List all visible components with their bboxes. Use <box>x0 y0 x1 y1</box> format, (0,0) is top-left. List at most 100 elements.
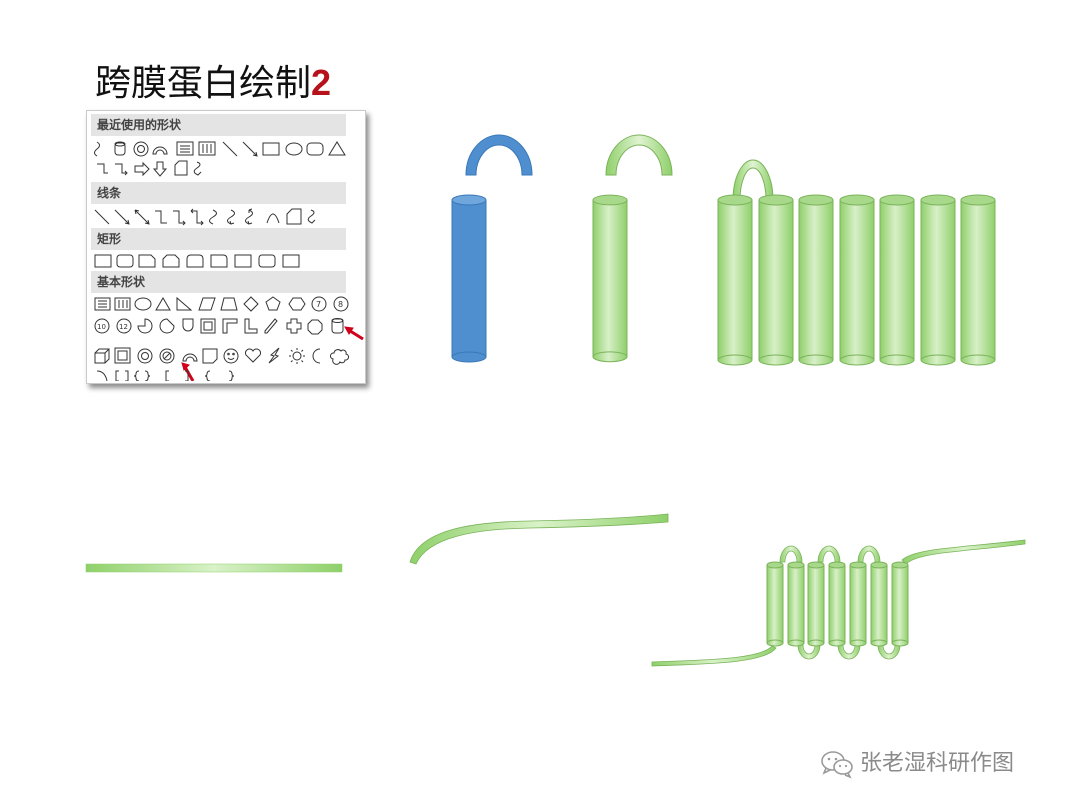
heart-shape-icon[interactable] <box>245 348 261 363</box>
octagon-shape-icon[interactable]: 8 <box>333 296 349 312</box>
left-bracket-shape-icon[interactable] <box>165 370 169 381</box>
moon-shape-icon[interactable] <box>312 348 321 364</box>
arrow-line-shape-icon[interactable] <box>242 141 258 157</box>
svg-text:7: 7 <box>316 300 321 309</box>
elbow-connector-shape-icon[interactable] <box>155 210 167 224</box>
helix-3 <box>798 194 834 366</box>
snip-diagonal-shape-icon[interactable] <box>282 254 300 268</box>
scribble-shape-icon[interactable] <box>193 161 202 176</box>
round-same-side-shape-icon[interactable] <box>186 254 204 268</box>
double-arrow-line-shape-icon[interactable] <box>134 209 150 225</box>
bottom-loop-2 <box>837 644 861 660</box>
diamond-shape-icon[interactable] <box>243 296 259 312</box>
c-terminal-tail <box>901 539 1026 565</box>
vertical-textbox-shape-icon[interactable] <box>198 141 216 156</box>
trapezoid-shape-icon[interactable] <box>220 297 238 311</box>
parallelogram-shape-icon[interactable] <box>198 297 216 311</box>
sun-shape-icon[interactable] <box>289 348 305 364</box>
arc-block-shape-icon[interactable] <box>182 353 198 362</box>
double-brace-shape-icon[interactable] <box>133 370 151 381</box>
curve-shape-icon[interactable] <box>94 141 100 157</box>
right-arrow-shape-icon[interactable] <box>134 161 150 177</box>
smiley-face-shape-icon[interactable] <box>223 348 239 364</box>
curved-arrow-connector-shape-icon[interactable] <box>227 209 235 225</box>
folded-corner-shape-icon[interactable] <box>202 348 218 364</box>
elbow-arrow-connector-shape-icon[interactable] <box>173 210 186 226</box>
can-shape-icon[interactable] <box>331 318 344 334</box>
bottom-loop-3 <box>877 644 901 660</box>
pointer-arrowhead-can <box>344 326 354 335</box>
diagonal-stripe-shape-icon[interactable] <box>264 318 278 334</box>
plaque-shape-icon[interactable] <box>307 319 323 335</box>
cloud-shape-icon[interactable] <box>329 349 350 365</box>
snip-same-side-shape-icon[interactable] <box>162 254 180 268</box>
dodecagon-shape-icon[interactable]: 12 <box>116 318 132 334</box>
rectangle-shape-icon[interactable] <box>94 254 112 268</box>
helix-6 <box>920 194 956 366</box>
frame-shape-icon[interactable] <box>200 318 216 334</box>
right-bracket-shape-icon[interactable] <box>185 370 189 381</box>
bevel-shape-icon[interactable] <box>114 347 131 364</box>
rounded-rectangle-shape-icon[interactable] <box>116 254 134 268</box>
half-frame-shape-icon[interactable] <box>222 318 238 334</box>
line-shape-icon[interactable] <box>94 209 110 225</box>
rounded-rectangle-shape-icon[interactable] <box>306 142 324 156</box>
oval-shape-icon[interactable] <box>285 142 303 156</box>
heptagon-shape-icon[interactable]: 7 <box>311 296 327 312</box>
vertical-textbox-shape-icon[interactable] <box>114 297 131 311</box>
scribble-shape-icon[interactable] <box>307 209 316 224</box>
curved-connector-shape-icon[interactable] <box>209 209 217 225</box>
decagon-shape-icon[interactable]: 10 <box>94 318 110 334</box>
double-bracket-shape-icon[interactable] <box>115 370 129 381</box>
pie-shape-icon[interactable] <box>137 318 153 334</box>
round-diagonal-shape-icon[interactable] <box>258 254 276 268</box>
round-single-corner-shape-icon[interactable] <box>210 254 228 268</box>
triangle-shape-icon[interactable] <box>328 141 346 156</box>
l-shape-icon[interactable] <box>244 318 258 334</box>
right-triangle-shape-icon[interactable] <box>176 296 193 311</box>
elbow-double-arrow-shape-icon[interactable] <box>190 208 204 226</box>
teardrop-shape-icon[interactable] <box>182 318 194 332</box>
pointer-arrowhead-arc <box>181 362 190 371</box>
snip-single-corner-shape-icon[interactable] <box>138 254 156 268</box>
chord-shape-icon[interactable] <box>159 318 175 334</box>
svg-text:8: 8 <box>338 300 343 309</box>
pentagon-shape-icon[interactable] <box>265 296 281 311</box>
left-brace-shape-icon[interactable] <box>204 370 211 381</box>
bottom-loop-1 <box>797 644 821 660</box>
arc-shape-icon[interactable] <box>96 370 108 381</box>
curved-double-arrow-shape-icon[interactable] <box>245 208 253 225</box>
rectangle-shape-icon[interactable] <box>262 142 280 156</box>
lightning-bolt-shape-icon[interactable] <box>268 347 280 364</box>
plus-shape-icon[interactable] <box>286 318 302 334</box>
can-shape-icon[interactable] <box>114 141 126 156</box>
snip-shape-icon[interactable] <box>174 160 188 176</box>
triangle-shape-icon[interactable] <box>155 297 171 311</box>
helix-5 <box>879 194 915 366</box>
cube-shape-icon[interactable] <box>94 348 110 364</box>
elbow-connector-shape-icon[interactable] <box>97 163 108 174</box>
helix-2 <box>758 194 794 366</box>
right-brace-shape-icon[interactable] <box>228 370 235 381</box>
textbox-shape-icon[interactable] <box>94 297 111 311</box>
donut-shape-icon[interactable] <box>133 141 149 157</box>
down-arrow-shape-icon[interactable] <box>152 161 168 177</box>
arc-block-shape-icon[interactable] <box>152 146 168 155</box>
curve-shape-icon[interactable] <box>266 213 280 224</box>
plain-rectangle-shape-icon[interactable] <box>234 254 252 268</box>
oval-shape-icon[interactable] <box>134 297 152 311</box>
textbox-shape-icon[interactable] <box>176 141 194 156</box>
top-loop-2 <box>817 545 841 563</box>
helix-7 <box>960 194 996 366</box>
no-symbol-shape-icon[interactable] <box>159 348 175 364</box>
top-loop-3 <box>857 545 881 563</box>
assembled-transmembrane-protein <box>651 539 1026 667</box>
small-helix-7 <box>891 561 909 647</box>
donut-shape-icon[interactable] <box>137 348 153 364</box>
freeform-shape-icon[interactable] <box>286 208 302 225</box>
helix-4 <box>839 194 875 366</box>
hexagon-shape-icon[interactable] <box>288 297 306 311</box>
arrow-line-shape-icon[interactable] <box>114 209 130 225</box>
line-shape-icon[interactable] <box>222 141 238 157</box>
elbow-arrow-connector-shape-icon[interactable] <box>115 163 128 176</box>
